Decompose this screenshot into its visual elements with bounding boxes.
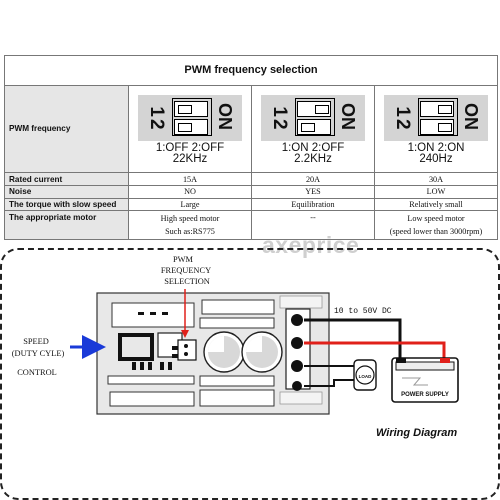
pwm-label-line-2: FREQUENCY xyxy=(161,266,211,275)
motor-value: Low speed motor (speed lower than 3000rp… xyxy=(373,210,499,240)
terminal-screw-icon xyxy=(292,381,302,391)
terminal-screw-icon xyxy=(291,360,303,372)
motor-line-2: Such as:RS775 xyxy=(165,227,215,237)
row-label-motor: The appropriate motor xyxy=(4,210,129,240)
switch-1-toggle xyxy=(174,101,208,118)
battery-icon xyxy=(391,357,459,403)
dip-switch-graphic: 12 ON xyxy=(138,95,242,142)
motor-line-2: (speed lower than 3000rpm) xyxy=(389,227,483,237)
noise-value: YES xyxy=(251,185,375,199)
switch-cell-2: 12 ON 1:ON 2:ON 240Hz xyxy=(373,84,499,174)
switch-frame xyxy=(295,98,335,137)
motor-value: -- xyxy=(251,210,375,240)
pwm-label-line-3: SELECTION xyxy=(164,277,210,286)
noise-value: LOW xyxy=(373,185,499,199)
speed-label-line-2: (DUTY CYLE) xyxy=(12,349,65,358)
row-label-torque: The torque with slow speed xyxy=(4,197,129,212)
pcb-board xyxy=(96,292,330,415)
wiring-diagram-title: Wiring Diagram xyxy=(376,427,457,439)
torque-value: Large xyxy=(128,197,252,212)
switch-2-toggle xyxy=(297,119,331,136)
row-label-noise: Noise xyxy=(4,185,129,199)
load-wire xyxy=(304,379,356,387)
pwm-dip-switch xyxy=(177,339,197,361)
terminal-screw-icon xyxy=(291,314,303,326)
switch-1-toggle xyxy=(420,101,454,118)
switch-2-toggle xyxy=(420,119,454,136)
wires xyxy=(304,318,446,387)
watermark: axeprice xyxy=(262,232,360,258)
switch-setting: 1:ON 2:ON xyxy=(407,142,465,155)
row-label-rated-current: Rated current xyxy=(4,172,129,187)
switch-frame xyxy=(418,98,458,137)
motor-line-1: High speed motor xyxy=(160,214,220,224)
motor-line-1: -- xyxy=(310,213,316,223)
switch-1-toggle xyxy=(297,101,331,118)
noise-value: NO xyxy=(128,185,252,199)
motor-load-icon xyxy=(353,359,377,391)
torque-value: Equilibration xyxy=(251,197,375,212)
dc-voltage-label: 10 to 50V DC xyxy=(334,307,392,316)
power-supply-label: POWER SUPPLY xyxy=(401,392,449,398)
switch-cell-1: 12 ON 1:ON 2:OFF 2.2KHz xyxy=(251,84,375,174)
dip-switch-graphic: 12 ON xyxy=(261,95,365,142)
capacitor-icon xyxy=(241,331,283,373)
pwm-label-line-1: PWM xyxy=(173,255,194,264)
negative-wire xyxy=(304,318,402,358)
speed-label-line-1: SPEED xyxy=(23,337,49,346)
frequency-value: 22KHz xyxy=(172,153,208,166)
switch-setting: 1:ON 2:OFF xyxy=(281,142,345,155)
speed-label-line-3: CONTROL xyxy=(17,368,57,377)
frequency-value: 2.2KHz xyxy=(294,153,332,166)
switch-2-toggle xyxy=(174,119,208,136)
terminal-screw-icon xyxy=(291,337,303,349)
wiring-diagram-frame xyxy=(0,248,500,500)
pwm-frequency-table: PWM frequency selection PWM frequency 12… xyxy=(3,55,499,240)
switch-frame xyxy=(172,98,212,137)
capacitor-icon xyxy=(203,331,245,373)
motor-line-1: Low speed motor xyxy=(407,214,465,224)
motor-value: High speed motor Such as:RS775 xyxy=(128,210,252,240)
dip-switch-graphic: 12 ON xyxy=(384,95,488,142)
switch-setting: 1:OFF 2:OFF xyxy=(155,142,225,155)
frequency-value: 240Hz xyxy=(419,153,453,166)
positive-wire xyxy=(304,341,446,358)
load-label: LOAD xyxy=(359,374,372,379)
switch-cell-0: 12 ON 1:OFF 2:OFF 22KHz xyxy=(128,84,252,174)
